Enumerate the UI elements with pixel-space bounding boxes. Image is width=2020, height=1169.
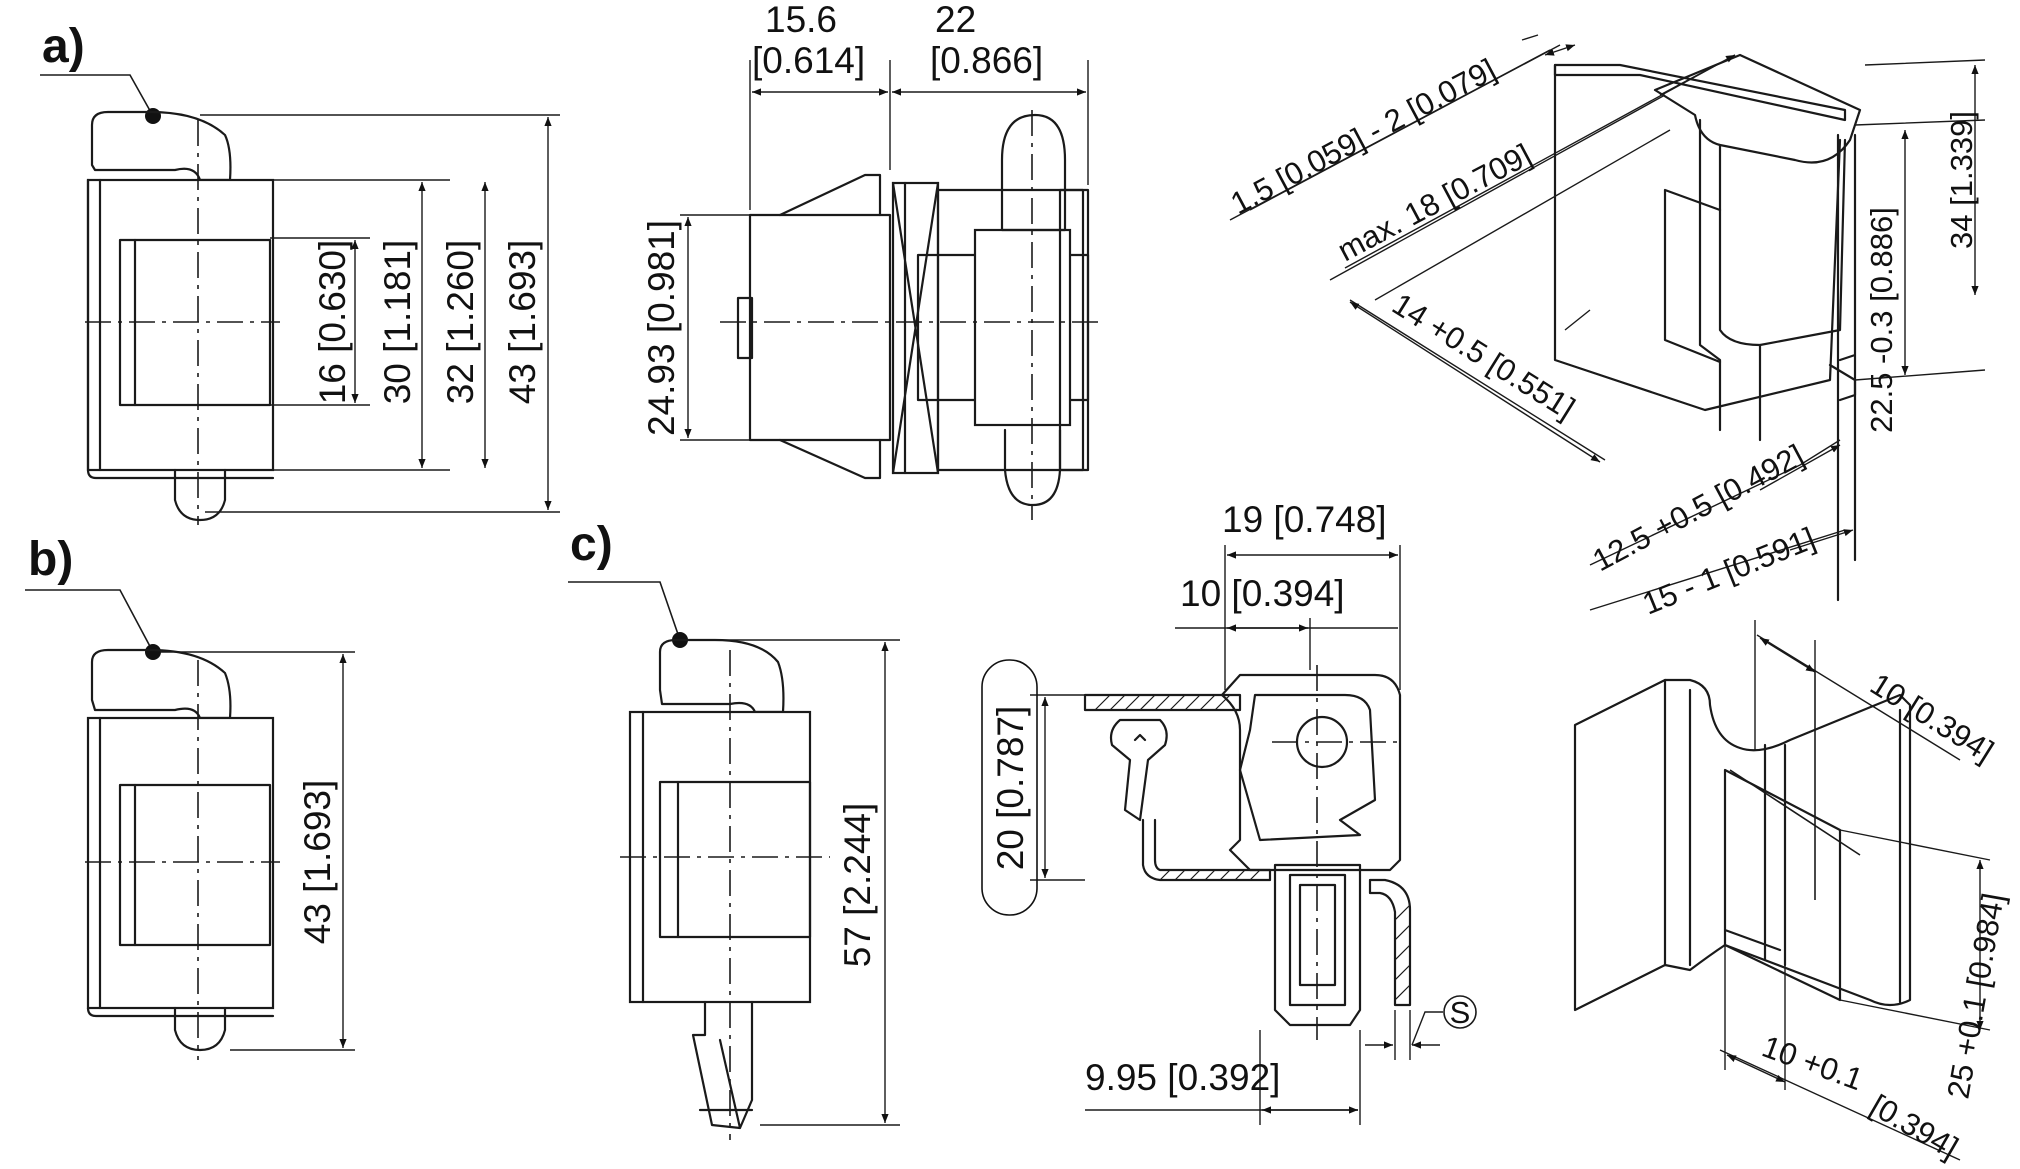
cutout-view: 10 [0.394] 25 +0.1 [0.984] 10 +0.1 [0.39…	[1573, 620, 2011, 1166]
dim-57: 57 [2.244]	[837, 803, 878, 968]
dim-22: 22	[935, 0, 976, 40]
hinge-leaf-b	[90, 648, 232, 720]
hinge-leaf-top	[90, 110, 232, 182]
view-a-leader	[40, 74, 154, 117]
dim-cut-25: 25 +0.1 [0.984]	[1940, 891, 2011, 1102]
view-a-dot	[145, 108, 161, 124]
hinge-body-a	[86, 178, 275, 472]
section-clip	[1109, 718, 1168, 822]
view-c-leader	[568, 581, 681, 641]
dim-20-box	[981, 659, 1038, 916]
view-b-leader	[25, 589, 154, 653]
dim-22-5: 22.5 -0.3 [0.886]	[1864, 207, 1899, 433]
dim-15-6-in: [0.614]	[752, 40, 865, 81]
side-flange	[778, 173, 882, 480]
dim-10: 10 [0.394]	[1180, 573, 1345, 614]
surface-symbol	[1443, 995, 1477, 1029]
dim-15-6: 15.6	[765, 0, 837, 40]
section-view: S 19 [0.748] 10 [0.394] 20 [0.787] 9.95 …	[981, 499, 1477, 1125]
iso-plate	[1553, 63, 1842, 412]
dim-14: 14 +0.5 [0.551]	[1386, 286, 1581, 426]
section-housing	[1220, 673, 1402, 872]
view-a-label: a)	[42, 20, 85, 73]
dim-34: 34 [1.339]	[1944, 111, 1979, 249]
dim-24-93: 24.93 [0.981]	[641, 220, 682, 436]
side-pin-bottom	[1003, 428, 1062, 507]
section-sheet	[1141, 818, 1272, 882]
hinge-latch-c	[691, 1000, 754, 1130]
dim-9-95: 9.95 [0.392]	[1085, 1057, 1280, 1098]
hinge-frame-a	[86, 178, 275, 480]
dim-22-in: [0.866]	[930, 40, 1043, 81]
section-profile	[1368, 878, 1412, 1007]
hinge-leaf-c	[658, 638, 785, 714]
view-b: b) 43 [1.693]	[25, 533, 355, 1060]
cutout-panel	[1663, 678, 1912, 1007]
view-c: c) 57 [2.244]	[568, 518, 900, 1140]
surface-s: S	[1450, 995, 1471, 1030]
hinge-body-b	[86, 716, 275, 1010]
iso-leaf	[1653, 53, 1862, 164]
side-pin-top	[1000, 113, 1067, 232]
side-view: 15.6 [0.614] 22 [0.866] 24.93 [0.981]	[641, 0, 1100, 520]
view-a: a) 16 [0.630] 30 [1.181] 32 [1.260] 43 […	[40, 20, 560, 525]
side-body	[748, 213, 892, 442]
section-latch	[1273, 863, 1362, 1027]
dim-cut-10b: 10 +0.1	[1758, 1029, 1868, 1098]
dim-20: 20 [0.787]	[990, 706, 1031, 871]
dim-19: 19 [0.748]	[1222, 499, 1387, 540]
view-c-label: c)	[570, 518, 613, 571]
dim-43-a: 43 [1.693]	[502, 240, 543, 405]
side-housing	[936, 188, 1085, 472]
view-b-label: b)	[28, 533, 73, 586]
section-panel	[1083, 693, 1242, 712]
cutout-flange	[1573, 678, 1667, 1012]
dim-16: 16 [0.630]	[312, 240, 353, 405]
dim-30: 30 [1.181]	[377, 240, 418, 405]
dim-43-b: 43 [1.693]	[297, 780, 338, 945]
dim-32: 32 [1.260]	[440, 240, 481, 405]
hinge-pin-a	[173, 468, 227, 522]
dim-cut-10b-in: [0.394]	[1865, 1088, 1965, 1166]
dim-cut-10: 10 [0.394]	[1864, 666, 1999, 769]
